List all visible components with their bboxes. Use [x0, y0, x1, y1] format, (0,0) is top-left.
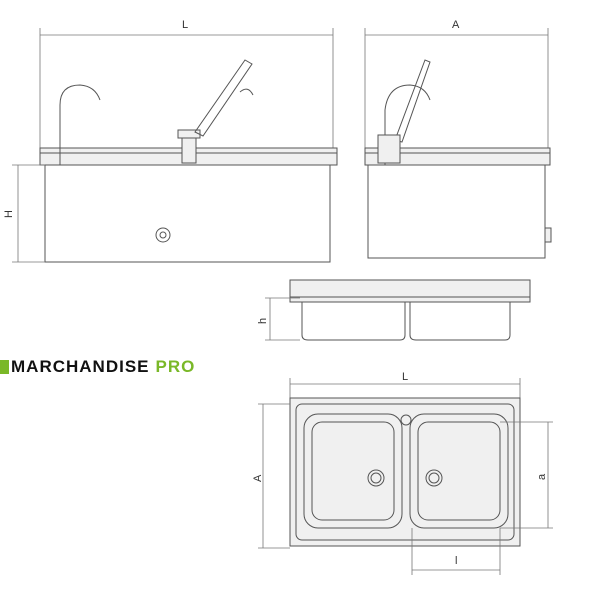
- brand-logo: MARCHANDISE PRO: [0, 357, 195, 377]
- side-view: A: [364, 19, 552, 259]
- brand-suffix: PRO: [155, 357, 196, 376]
- plan-view: L A a l: [252, 371, 553, 575]
- dim-label-H: H: [3, 210, 15, 218]
- dim-label-h: h: [257, 318, 269, 324]
- dim-label-L: L: [182, 19, 188, 31]
- dim-label-a: a: [536, 473, 548, 480]
- front-view: L H: [3, 19, 338, 263]
- dim-label-A: A: [452, 19, 460, 31]
- bowl-section-view: h: [257, 279, 531, 341]
- dim-label-l: l: [455, 555, 457, 567]
- dim-label-plan-L: L: [402, 371, 408, 383]
- dim-label-plan-A: A: [252, 474, 264, 482]
- logo-icon: [0, 360, 9, 374]
- brand-name: MARCHANDISE: [11, 357, 150, 376]
